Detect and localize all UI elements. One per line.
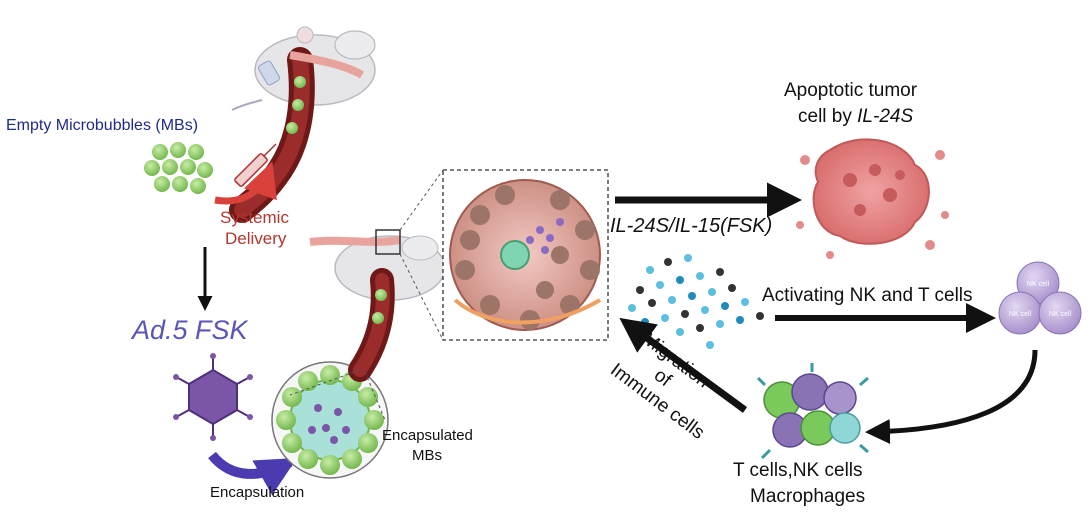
apoptotic-italic: IL-24S [857, 106, 914, 127]
t-nk-label-2: Macrophages [750, 486, 866, 507]
zoom-line [289, 369, 361, 396]
encapsulated-label-1: Encapsulated [382, 427, 473, 444]
encapsulation-label: Encapsulation [210, 484, 305, 501]
apoptotic-label-2: cell by IL-24S [798, 106, 913, 128]
empty-microbubbles-cluster [144, 142, 213, 194]
apoptotic-prefix: cell by [798, 106, 858, 127]
nk-cell-label: NK cell [1027, 281, 1050, 288]
zoom-line [399, 169, 444, 231]
vessel-icon [229, 47, 365, 223]
tumor-zoom-box [442, 169, 609, 341]
apoptotic-label-1: Apoptotic tumor [784, 80, 918, 101]
vessel-icon-lower [348, 268, 395, 382]
arrow-immune [865, 349, 1038, 445]
mouse-icon-lower [309, 229, 446, 301]
arrow-migration [619, 317, 748, 413]
zoom-line [399, 253, 444, 341]
systemic-arrow [214, 161, 277, 205]
virus-icon [173, 353, 253, 441]
nk-cell-label: NK cell [1009, 311, 1032, 318]
empty-microbubbles-label: Empty Microbubbles (MBs) [6, 117, 199, 134]
ad5-fsk-label: Ad.5 FSK [132, 315, 248, 345]
encapsulation-arrow [208, 451, 297, 496]
activating-label: Activating NK and T cells [762, 285, 973, 306]
nk-cell-icon [998, 261, 1082, 335]
cytokine-dots [628, 254, 764, 349]
systemic-label-1: Systemic [220, 208, 289, 227]
immune-cell-icon [756, 363, 869, 460]
encapsulated-label-2: MBs [412, 447, 442, 464]
apoptotic-cell-icon [796, 138, 949, 259]
systemic-label-2: Delivery [225, 229, 287, 248]
t-nk-label-1: T cells,NK cells [733, 460, 863, 481]
zoom-line [364, 371, 386, 421]
encapsulated-mb-icon [271, 361, 389, 479]
il24s-il15-label: IL-24S/IL-15(FSK) [610, 215, 773, 237]
mouse-icon [231, 26, 376, 111]
nk-cell-label: NK cell [1049, 311, 1072, 318]
